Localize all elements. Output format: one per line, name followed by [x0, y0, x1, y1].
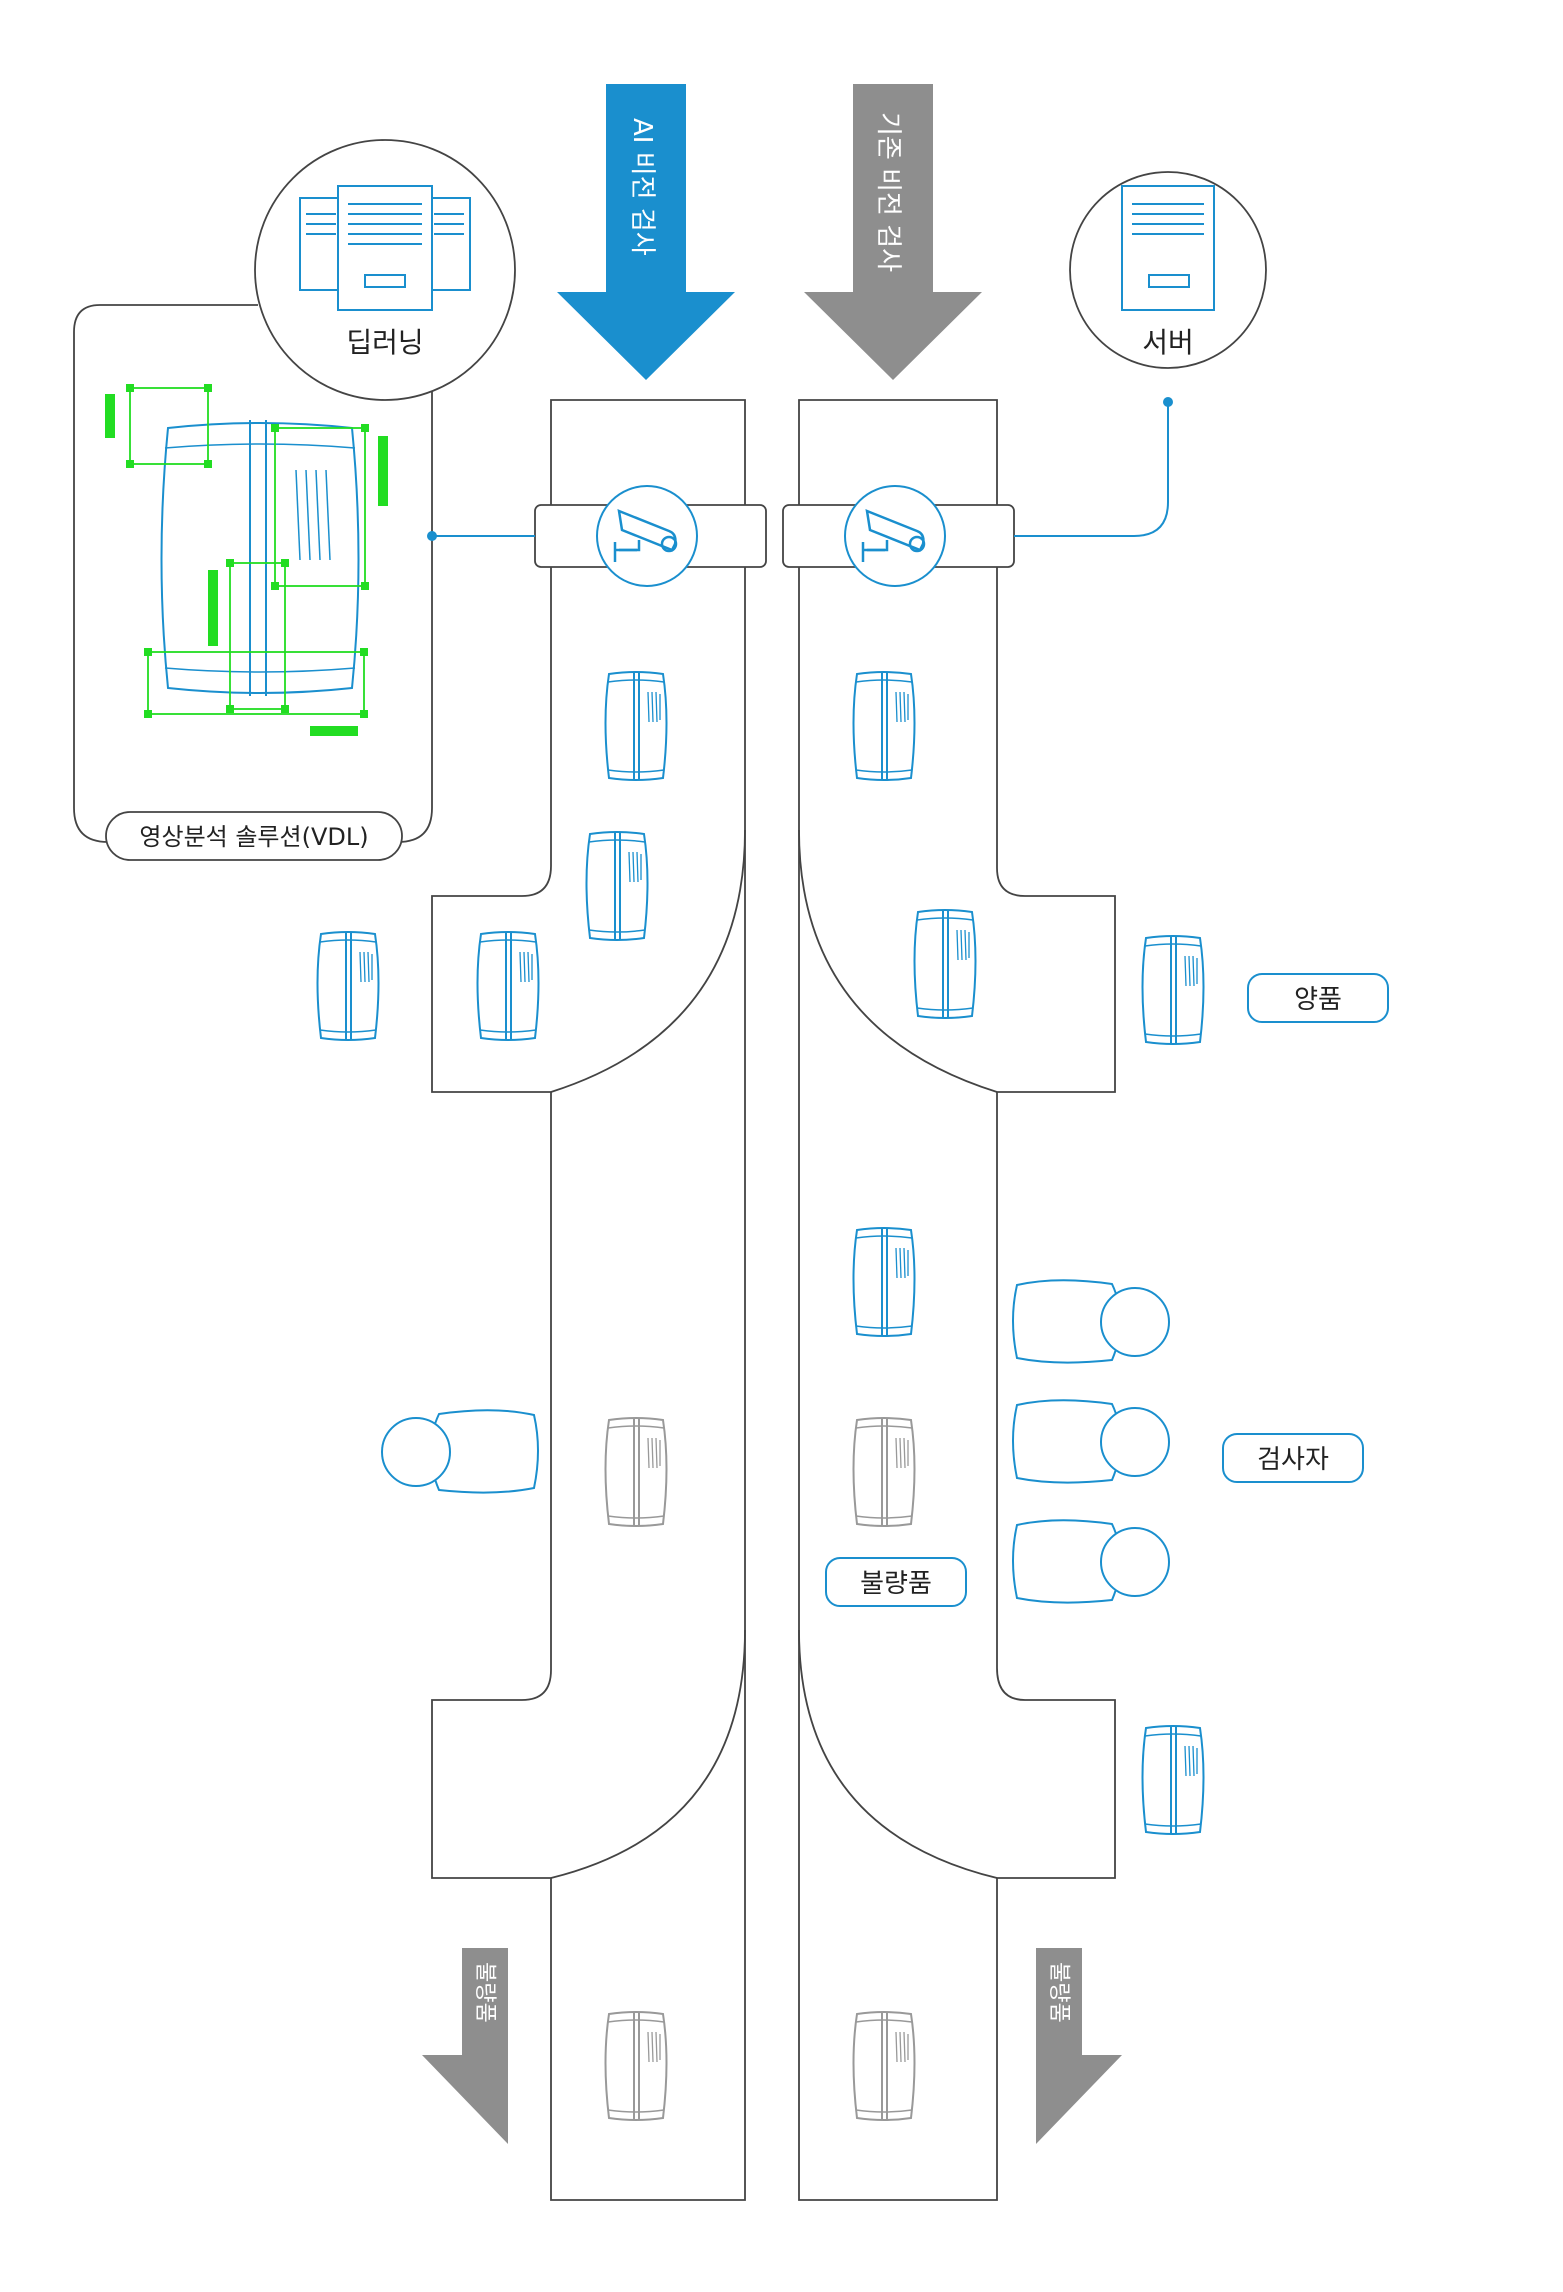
defective-exit-left-label: 불량품 [472, 1962, 497, 2023]
vdl-solution-label: 영상분석 솔루션(VDL) [139, 823, 368, 851]
ai-camera-icon [595, 484, 699, 588]
good-product-badge: 양품 [1247, 973, 1389, 1023]
basic-camera-icon [843, 484, 947, 588]
server-icon [1121, 185, 1215, 311]
basic-inspection-label: 기존 비전 검사 [873, 112, 903, 272]
defective-exit-left-arrow: 불량품 [422, 1948, 508, 2144]
inspector-badge: 검사자 [1222, 1433, 1364, 1483]
analyzed-product [105, 384, 388, 736]
server-stack-icon [299, 185, 471, 311]
inspector-persons [381, 1279, 1170, 1604]
gray-products [604, 1417, 916, 2121]
deep-learning-label: 딥러닝 [346, 326, 423, 359]
conveyor-outlines [431, 399, 1116, 2201]
defective-exit-right-arrow: 불량품 [1036, 1948, 1122, 2144]
defective-label: 불량품 [860, 1569, 932, 1599]
detection-boxes [129, 387, 366, 715]
ai-inspection-arrow: AI 비전 검사 [557, 84, 735, 380]
ai-inspection-label: AI 비전 검사 [627, 118, 657, 256]
deep-learning-group: 딥러닝 [73, 139, 516, 861]
blue-products [316, 671, 1205, 1835]
basic-inspection-arrow: 기존 비전 검사 [804, 84, 982, 380]
server-group: 서버 [1014, 171, 1267, 537]
defective-exit-right-label: 불량품 [1046, 1962, 1071, 2023]
inspector-label: 검사자 [1257, 1445, 1329, 1475]
server-label: 서버 [1142, 326, 1194, 359]
good-product-label: 양품 [1294, 985, 1342, 1015]
defective-badge: 불량품 [825, 1557, 967, 1607]
